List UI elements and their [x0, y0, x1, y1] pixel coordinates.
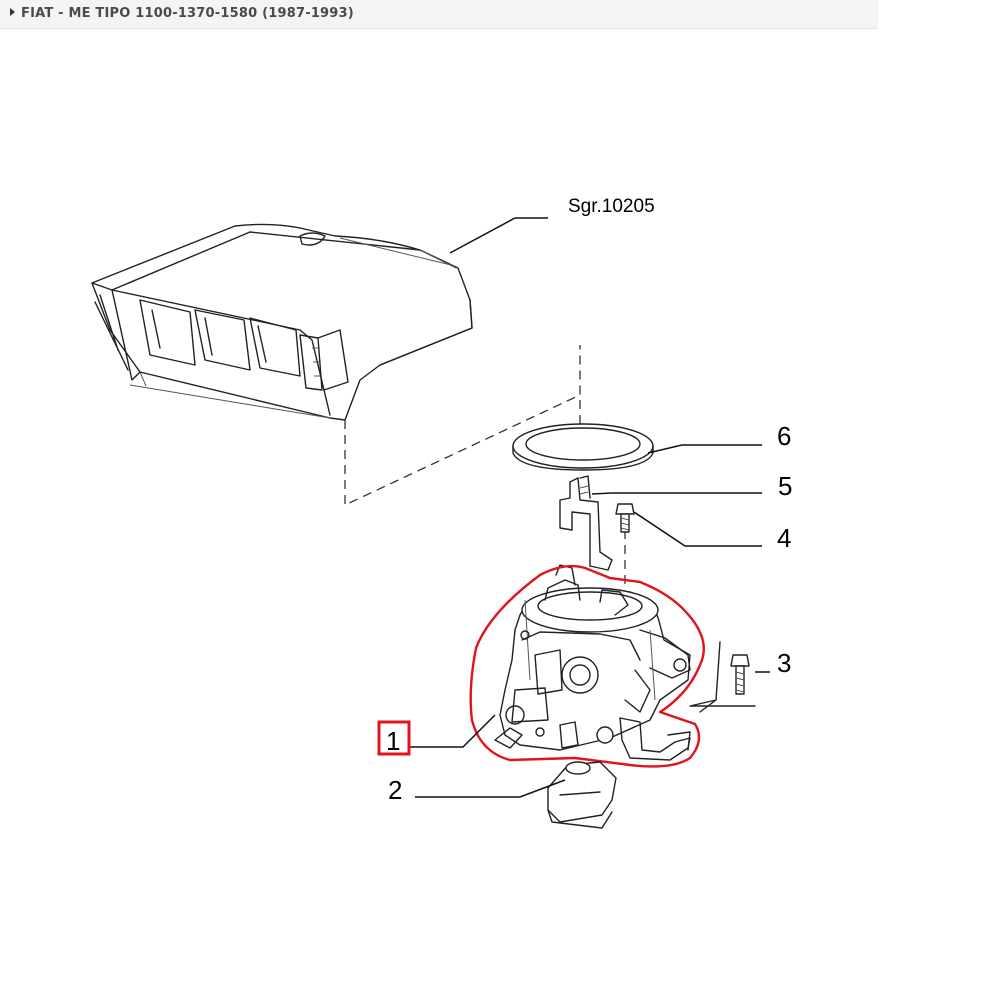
- callout-5[interactable]: 5: [778, 471, 792, 501]
- triangle-right-icon: [10, 8, 15, 16]
- callout-6[interactable]: 6: [777, 421, 791, 451]
- callout-1[interactable]: 1: [386, 726, 400, 756]
- air-filter-housing: [91, 223, 473, 421]
- breadcrumb-title: FIAT - ME TIPO 1100-1370-1580 (1987-1993…: [21, 6, 354, 21]
- assembly-dashed-line: [344, 345, 581, 507]
- breadcrumb[interactable]: FIAT - ME TIPO 1100-1370-1580 (1987-1993…: [10, 6, 354, 21]
- carburetor: [494, 564, 691, 761]
- callout-4[interactable]: 4: [777, 523, 791, 553]
- breadcrumb-bar: FIAT - ME TIPO 1100-1370-1580 (1987-1993…: [0, 0, 878, 29]
- ref-label: Sgr.10205: [568, 196, 655, 217]
- ref-leader-line: [449, 217, 548, 254]
- callout-leader-2: [415, 779, 566, 798]
- callout-3[interactable]: 3: [777, 648, 791, 678]
- callout-leader-4: [633, 511, 762, 547]
- screw-4: [615, 503, 635, 533]
- callout-2[interactable]: 2: [388, 775, 402, 805]
- callout-leader-6: [647, 444, 762, 454]
- flange-spacer: [547, 761, 617, 829]
- screw-3: [689, 641, 756, 713]
- selection-outline: [469, 564, 705, 768]
- callout-leader-5: [591, 492, 762, 495]
- bracket: [559, 475, 613, 571]
- callout-1-highlight-box: [377, 720, 411, 756]
- callout-leader-1: [410, 714, 496, 748]
- gasket-ring: [512, 423, 654, 471]
